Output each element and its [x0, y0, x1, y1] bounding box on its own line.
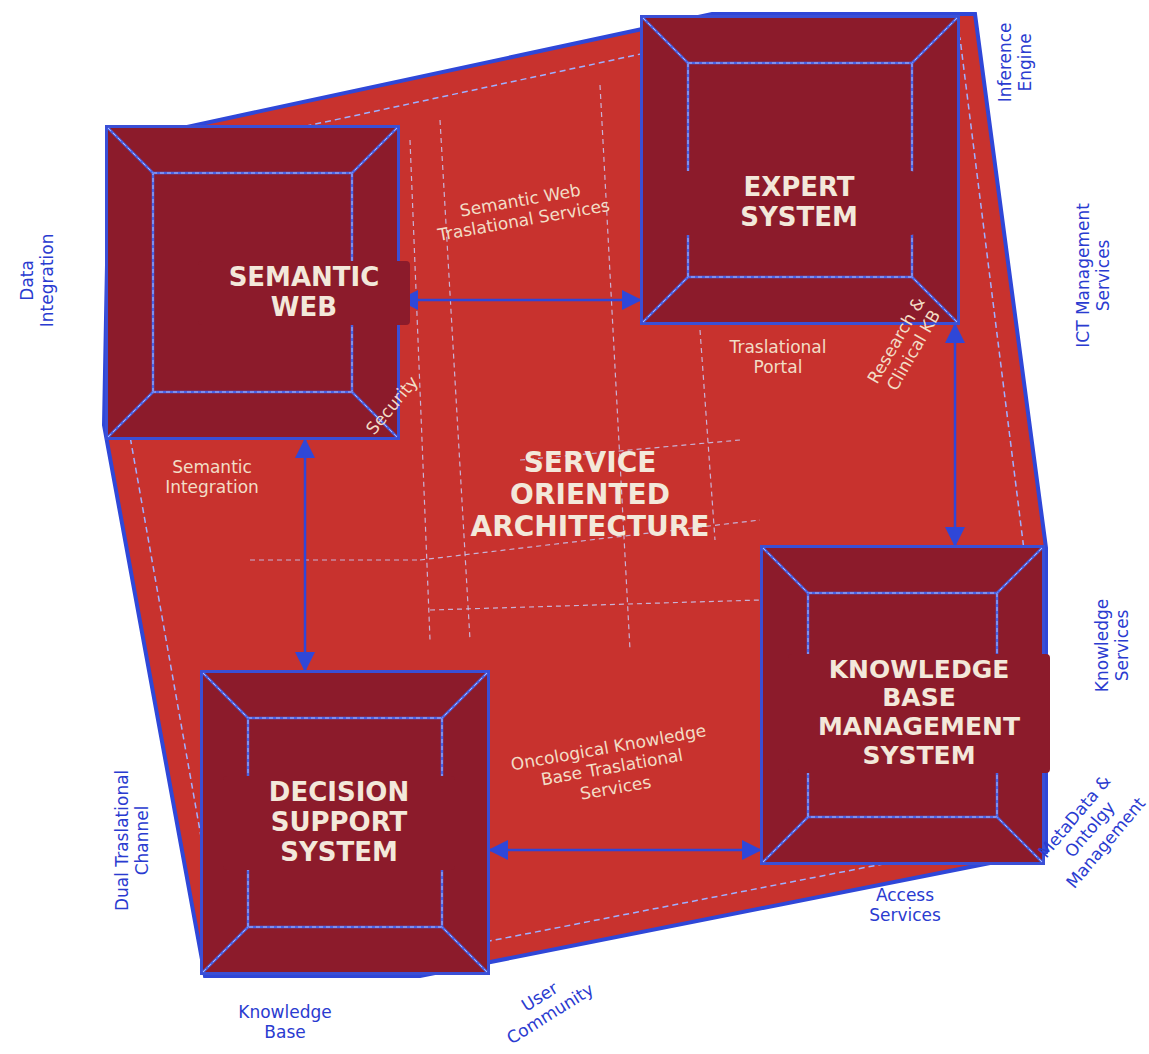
- service-label: Data Integration: [17, 220, 58, 340]
- service-label: Dual Traslational Channel: [112, 765, 153, 915]
- system-cube: EXPERT SYSTEM: [640, 15, 960, 325]
- inner-label: Traslational Portal: [723, 337, 833, 378]
- service-label: User Community: [492, 961, 598, 1049]
- node-title: KNOWLEDGE BASE MANAGEMENT SYSTEM: [788, 654, 1050, 773]
- inner-label: Semantic Integration: [152, 457, 272, 498]
- connector: [490, 849, 760, 852]
- system-cube: DECISION SUPPORT SYSTEM: [200, 670, 490, 975]
- service-label: Knowledge Services: [1092, 590, 1133, 700]
- service-label: ICT Management Services: [1073, 195, 1114, 355]
- system-cube: SEMANTIC WEB: [105, 125, 400, 440]
- node-title: EXPERT SYSTEM: [683, 171, 915, 235]
- system-cube: KNOWLEDGE BASE MANAGEMENT SYSTEM: [760, 545, 1045, 865]
- node-title: SEMANTIC WEB: [198, 261, 410, 325]
- service-label: Inference Engine: [995, 12, 1036, 112]
- connector: [304, 440, 307, 670]
- service-label: Access Services: [850, 885, 960, 926]
- connector: [400, 299, 640, 302]
- connector: [954, 325, 957, 545]
- node-title: SERVICE ORIENTED ARCHITECTURE: [440, 447, 740, 544]
- service-label: Knowledge Base: [230, 1002, 340, 1043]
- cube-wireframe: [643, 18, 957, 322]
- node-title: DECISION SUPPORT SYSTEM: [223, 776, 455, 870]
